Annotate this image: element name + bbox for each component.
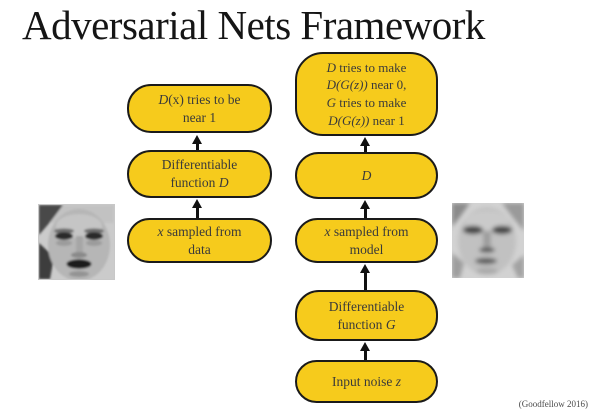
model-sample-face-image (452, 203, 524, 278)
box-discriminator-d: D (295, 152, 438, 199)
box-differentiable-function-g: Differentiable function G (295, 290, 438, 341)
arrow-up-icon (192, 135, 203, 150)
box-text-line: D(G(z)) near 1 (328, 112, 405, 128)
box-text-line: near 1 (182, 109, 217, 125)
box-text-line: x sampled from (157, 223, 242, 239)
arrow-up-icon (192, 199, 203, 218)
box-x-sampled-from-data: x sampled from data (127, 218, 272, 263)
box-text-line: Differentiable (161, 157, 238, 173)
box-d-of-x-tries-near-1: D(x) tries to be near 1 (127, 84, 272, 133)
box-text-line: D (361, 167, 372, 183)
arrow-up-icon (360, 137, 371, 152)
box-text-line: D(G(z)) near 0, (326, 77, 407, 93)
box-text-line: Input noise z (331, 373, 401, 389)
box-text-line: Differentiable (328, 298, 405, 314)
box-x-sampled-from-model: x sampled from model (295, 218, 438, 263)
arrow-up-icon (360, 200, 371, 218)
box-text-line: function G (337, 316, 396, 332)
data-sample-face-image (38, 204, 115, 280)
slide-title: Adversarial Nets Framework (22, 2, 485, 48)
box-text-line: D(x) tries to be (158, 91, 241, 107)
box-text-line: x sampled from (324, 223, 409, 239)
box-text-line: function D (170, 175, 229, 190)
box-differentiable-function-d: Differentiable function D (127, 150, 272, 198)
box-text-line: model (349, 241, 384, 257)
arrow-up-icon (360, 264, 371, 290)
box-input-noise-z: Input noise z (295, 360, 438, 403)
box-text-line: data (188, 241, 211, 257)
box-text-line: G tries to make (326, 95, 407, 110)
arrow-up-icon (360, 342, 371, 360)
box-d-and-g-objectives: D tries to make D(G(z)) near 0, G tries … (295, 52, 438, 136)
box-text-line: D tries to make (326, 59, 407, 75)
attribution-credit: (Goodfellow 2016) (518, 399, 588, 409)
